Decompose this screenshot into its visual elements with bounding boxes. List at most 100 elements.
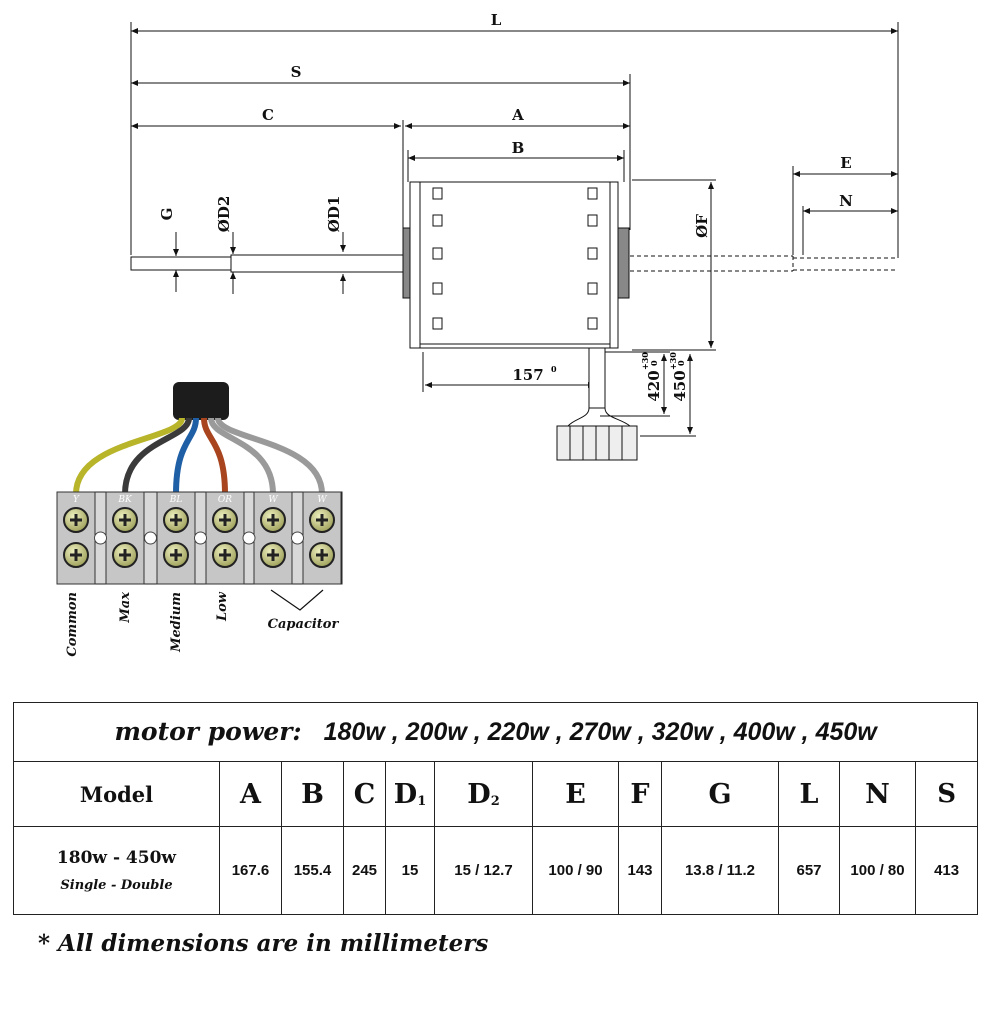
screw-cross-icon <box>119 549 131 561</box>
dim-label-N: N <box>839 192 853 210</box>
cell-model: 180w - 450w Single - Double <box>13 826 220 915</box>
cell-F: 143 <box>618 826 662 915</box>
wire-y-1 <box>73 417 185 495</box>
model-variant: Single - Double <box>60 878 173 893</box>
cell-S: 413 <box>914 826 979 915</box>
terminal-cell <box>156 491 196 585</box>
right-shaft <box>630 255 898 272</box>
cell-C: 245 <box>343 826 386 915</box>
cable-gland <box>173 382 229 420</box>
cell-D2: 15 / 12.7 <box>434 826 533 915</box>
dim-label-A: A <box>511 106 524 124</box>
dim-label-157-tol: 0 <box>551 364 557 374</box>
left-shaft <box>130 254 404 273</box>
header-F: F <box>618 761 662 827</box>
screw-cross-icon <box>316 549 328 561</box>
label-capacitor: Capacitor <box>268 617 340 632</box>
dim-label-B: B <box>512 139 525 157</box>
mounting-hole <box>242 531 256 545</box>
dim-label-420: 420 <box>645 370 663 401</box>
dim-label-D2: ØD2 <box>215 196 233 233</box>
dim-label-450: 450 <box>671 370 689 401</box>
header-L: L <box>778 761 840 827</box>
header-E: E <box>532 761 619 827</box>
motor-technical-drawing: L S C A B E N G ØD2 ØD1 ØF 157 0 420 +30… <box>56 11 899 657</box>
table-row: 180w - 450w Single - Double 167.6 155.4 … <box>13 826 979 915</box>
wire-code-label: Y <box>73 495 80 505</box>
screw-cross-icon <box>267 514 279 526</box>
mounting-hole <box>194 531 207 545</box>
wire-bk-2 <box>122 417 192 495</box>
wire-code-label: W <box>268 495 278 505</box>
dim-label-L: L <box>491 11 502 29</box>
cell-E: 100 / 90 <box>532 826 619 915</box>
lead-cable <box>556 347 638 461</box>
label-common: Common <box>65 592 80 657</box>
screw-cross-icon <box>316 514 328 526</box>
label-medium: Medium <box>169 592 184 653</box>
header-D2: D2 <box>434 761 533 827</box>
header-B: B <box>281 761 344 827</box>
motor-power-values: 180w , 200w , 220w , 270w , 320w , 400w … <box>323 718 877 746</box>
model-name: 180w - 450w <box>56 848 177 868</box>
terminal-cell <box>56 491 96 585</box>
motor-power-row: motor power: 180w , 200w , 220w , 270w ,… <box>12 702 979 762</box>
terminal-cell <box>105 491 145 585</box>
dim-label-S: S <box>291 63 302 81</box>
mounting-hole <box>291 531 304 545</box>
screw-cross-icon <box>219 514 231 526</box>
cell-A: 167.6 <box>219 826 282 915</box>
dimension-labels: L S C A B E N G ØD2 ØD1 ØF 157 0 420 +30… <box>158 11 853 402</box>
wire-code-label: BL <box>169 495 183 505</box>
label-low: Low <box>215 591 230 622</box>
units-footnote: * All dimensions are in millimeters <box>38 930 489 957</box>
screw-cross-icon <box>267 549 279 561</box>
screw-cross-icon <box>70 514 82 526</box>
cell-B: 155.4 <box>281 826 344 915</box>
screw-cross-icon <box>119 514 131 526</box>
dim-label-G: G <box>158 208 176 221</box>
terminal-cell <box>253 491 293 585</box>
wire-bl-3 <box>173 417 199 495</box>
label-max: Max <box>118 592 133 624</box>
cell-G: 13.8 / 11.2 <box>661 826 779 915</box>
cell-N: 100 / 80 <box>839 826 916 915</box>
header-G: G <box>661 761 779 827</box>
cell-D1: 15 <box>385 826 435 915</box>
cell-L: 657 <box>778 826 840 915</box>
motor-body <box>402 181 630 349</box>
dim-label-E: E <box>840 154 851 172</box>
wire-group <box>73 417 325 495</box>
header-A: A <box>219 761 282 827</box>
terminal-cell <box>302 491 342 585</box>
screw-cross-icon <box>170 549 182 561</box>
wire-code-label: BK <box>117 495 133 505</box>
motor-power-label: motor power: <box>114 717 302 746</box>
dim-label-420-tol-zero: 0 <box>649 360 659 366</box>
screw-cross-icon <box>219 549 231 561</box>
wire-w-5 <box>208 417 276 495</box>
dim-label-D1: ØD1 <box>325 196 343 233</box>
specification-table: motor power: 180w , 200w , 220w , 270w ,… <box>12 702 979 915</box>
capacitor-bracket <box>270 589 324 611</box>
wire-code-label: W <box>317 495 327 505</box>
wire-code-label: OR <box>218 495 232 505</box>
wiring-diagram: Y BK BL OR W W <box>56 382 343 585</box>
dim-label-450-tol-zero: 0 <box>676 360 686 366</box>
wire-w-6 <box>215 417 325 495</box>
terminal-block: Y BK BL OR W W <box>56 491 343 585</box>
dim-label-F: ØF <box>693 214 711 238</box>
dim-label-157: 157 <box>512 366 543 384</box>
screw-cross-icon <box>170 514 182 526</box>
wire-or-4 <box>201 417 228 495</box>
dim-label-420-tol-plus: +30 <box>640 352 650 370</box>
terminal-labels: Common Max Medium Low Capacitor <box>65 589 340 657</box>
terminal-cell <box>205 491 245 585</box>
dim-label-450-tol-plus: +30 <box>668 352 678 370</box>
mounting-hole <box>144 531 157 545</box>
header-S: S <box>914 761 979 827</box>
dim-label-C: C <box>262 106 274 124</box>
header-D1: D1 <box>385 761 435 827</box>
screw-cross-icon <box>70 549 82 561</box>
header-C: C <box>343 761 386 827</box>
